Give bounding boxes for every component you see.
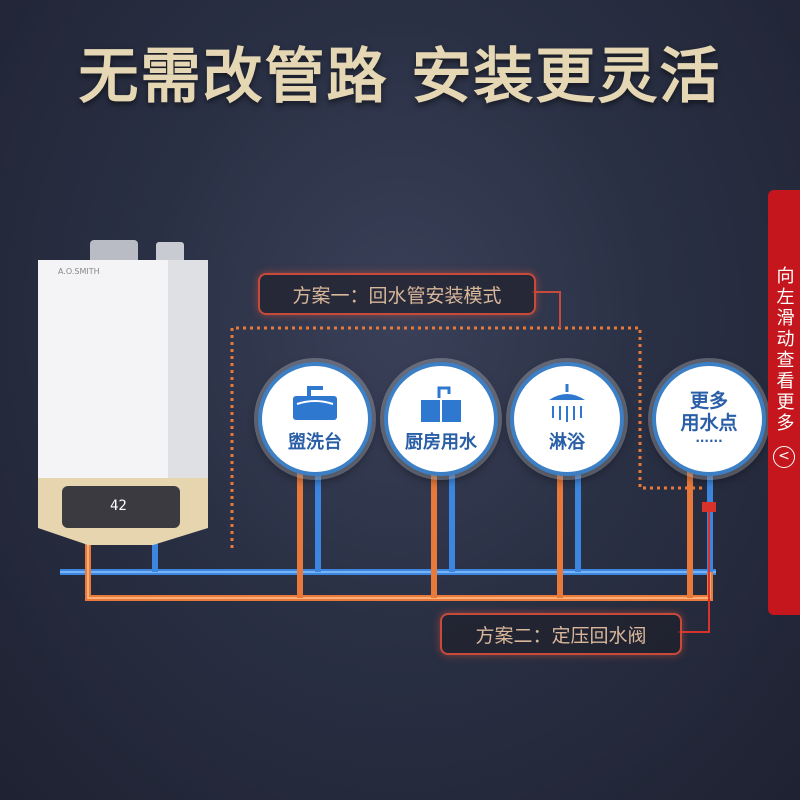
kitchen-sink-icon — [421, 386, 461, 422]
washbasin-icon — [293, 386, 337, 420]
scheme2-label: 方案二：定压回水阀 — [440, 613, 682, 655]
page-title: 无需改管路 安装更灵活 — [78, 42, 722, 112]
more-dots: ······ — [695, 434, 723, 448]
heater-display: 42 — [110, 498, 127, 514]
scheme1-label: 方案一：回水管安装模式 — [258, 273, 536, 315]
fixture-kitchen: 厨房用水 — [384, 362, 498, 476]
swipe-more-tab[interactable]: 向左滑动查看更多 < — [768, 190, 800, 615]
chevron-left-icon[interactable]: < — [773, 446, 795, 468]
swipe-more-text: 向左滑动查看更多 — [773, 266, 795, 434]
fixture-label: 厨房用水 — [405, 432, 477, 453]
pressure-valve — [702, 502, 716, 512]
fixture-washbasin: 盥洗台 — [258, 362, 372, 476]
more-line2: 用水点 — [680, 412, 738, 434]
fixture-label: 盥洗台 — [288, 432, 342, 453]
water-heater: A.O.SMITH 42 — [38, 240, 208, 555]
fixture-label: 淋浴 — [549, 432, 585, 453]
shower-icon — [549, 384, 585, 422]
brand-logo: A.O.SMITH — [58, 267, 100, 276]
fixture-shower: 淋浴 — [510, 362, 624, 476]
fixture-more: 更多 用水点 ······ — [652, 362, 766, 476]
more-line1: 更多 — [689, 390, 728, 412]
